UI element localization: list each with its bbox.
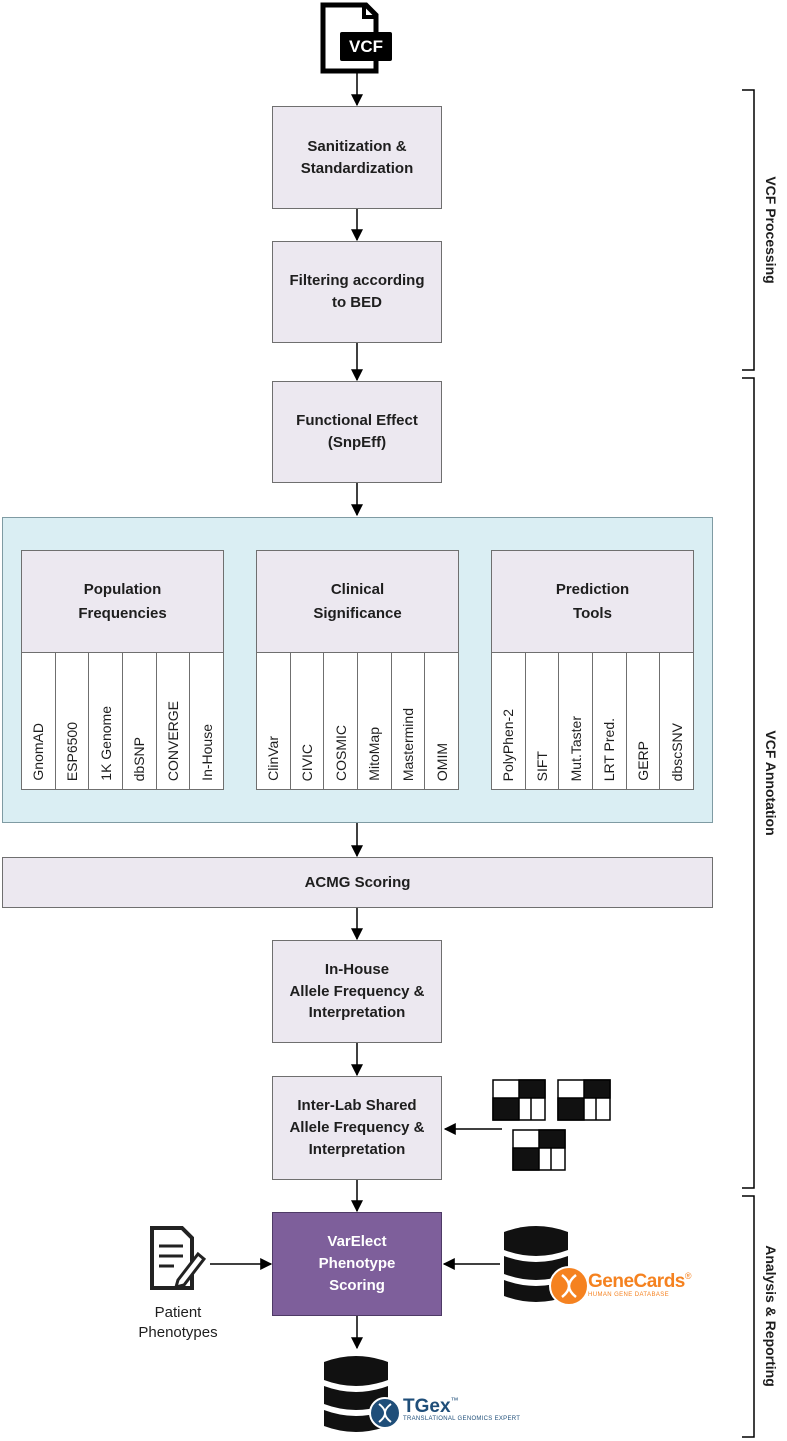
annotation-item: GnomAD xyxy=(22,653,56,789)
tgex-logo: TGex™ TRANSLATIONAL GENOMICS EXPERT xyxy=(403,1396,520,1422)
annotation-item: SIFT xyxy=(525,653,560,789)
group-title: Clinical Significance xyxy=(257,551,458,653)
patient-phenotypes-label: Patient Phenotypes xyxy=(138,1304,218,1342)
group-title: Prediction Tools xyxy=(492,551,693,653)
varelect-scoring-step[interactable]: VarElect Phenotype Scoring xyxy=(272,1212,442,1316)
annotation-item: 1K Genome xyxy=(89,653,124,789)
annotation-item: dbscSNV xyxy=(660,653,694,789)
acmg-scoring-step[interactable]: ACMG Scoring xyxy=(2,857,713,908)
annotation-item: CIVIC xyxy=(290,653,325,789)
sanitization-step[interactable]: Sanitization & Standardization xyxy=(272,106,442,209)
annotation-item: LRT Pred. xyxy=(593,653,627,789)
annotation-item: OMIM xyxy=(425,653,459,789)
annotation-item: MitoMap xyxy=(358,653,392,789)
vcf-file-label: VCF xyxy=(349,37,383,56)
genecards-logo: GeneCards® HUMAN GENE DATABASE xyxy=(588,1271,692,1298)
genecards-name: GeneCards xyxy=(588,1271,685,1292)
bracket-analysis-reporting xyxy=(742,1195,755,1438)
filtering-step[interactable]: Filtering according to BED xyxy=(272,241,442,343)
group-title: Population Frequencies xyxy=(22,551,223,653)
bracket-vcf-processing xyxy=(742,89,755,371)
phase-label-vcf-annotation: VCF Annotation xyxy=(763,730,779,836)
genecards-logo-icon xyxy=(549,1266,589,1306)
prediction-tools-group: Prediction Tools PolyPhen-2 SIFT Mut.Tas… xyxy=(491,550,694,790)
tgex-tagline: TRANSLATIONAL GENOMICS EXPERT xyxy=(403,1416,521,1422)
annotation-item: ClinVar xyxy=(257,653,291,789)
annotation-item: PolyPhen-2 xyxy=(492,653,526,789)
annotation-item: In-House xyxy=(190,653,224,789)
bracket-vcf-annotation xyxy=(742,377,755,1189)
genecards-tagline: HUMAN GENE DATABASE xyxy=(588,1292,670,1298)
tgex-mark: ™ xyxy=(450,1396,459,1405)
annotation-item: Mut.Taster xyxy=(559,653,594,789)
vcf-file-icon: VCF xyxy=(320,2,394,74)
clinical-significance-group: Clinical Significance ClinVar CIVIC COSM… xyxy=(256,550,459,790)
annotation-item: CONVERGE xyxy=(156,653,191,789)
inhouse-frequency-step[interactable]: In-House Allele Frequency & Interpretati… xyxy=(272,940,442,1043)
interlab-frequency-step[interactable]: Inter-Lab Shared Allele Frequency & Inte… xyxy=(272,1076,442,1180)
population-frequencies-group: Population Frequencies GnomAD ESP6500 1K… xyxy=(21,550,224,790)
annotation-item: GERP xyxy=(626,653,661,789)
annotation-item: ESP6500 xyxy=(55,653,90,789)
phase-label-vcf-processing: VCF Processing xyxy=(763,176,779,284)
shared-labs-icon xyxy=(492,1079,611,1171)
patient-document-icon xyxy=(150,1226,206,1290)
annotation-item: Mastermind xyxy=(391,653,426,789)
tgex-logo-icon xyxy=(369,1397,401,1429)
functional-effect-step[interactable]: Functional Effect (SnpEff) xyxy=(272,381,442,483)
annotation-item: dbSNP xyxy=(123,653,157,789)
genecards-mark: ® xyxy=(684,1271,692,1281)
phase-label-analysis-reporting: Analysis & Reporting xyxy=(763,1245,779,1387)
tgex-name: TGex xyxy=(403,1396,451,1417)
annotation-item: COSMIC xyxy=(324,653,359,789)
